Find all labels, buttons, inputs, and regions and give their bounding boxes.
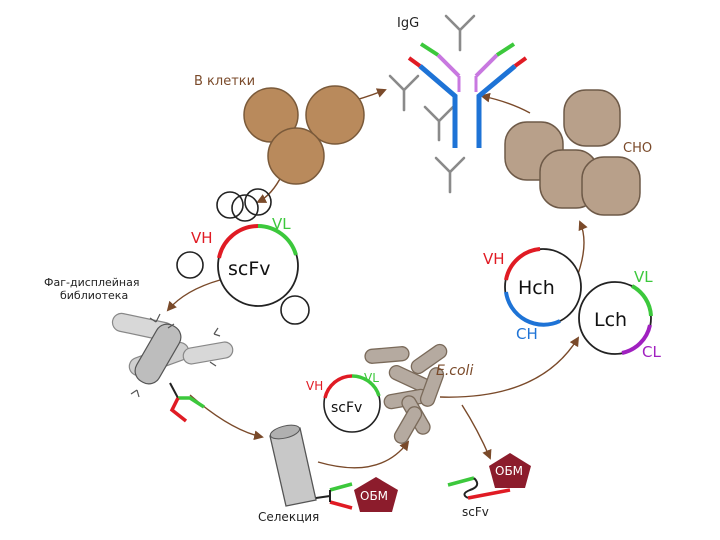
small-vh-label: VH (306, 379, 323, 393)
product-scfv (447, 476, 511, 500)
selection-phage (269, 424, 353, 510)
e-coli-bacteria (364, 343, 448, 444)
lch-cl-label: CL (642, 343, 661, 361)
obm-product-label: ОБМ (495, 464, 523, 478)
phage-tails (130, 313, 221, 398)
small-vl-label: VL (364, 371, 379, 385)
small-scfv-label: scFv (331, 400, 362, 416)
b-cells (243, 85, 365, 185)
hch-ch-label: CH (516, 325, 538, 343)
scfv-vl-label: VL (272, 215, 291, 233)
selection-label: Селекция (258, 510, 319, 524)
product-scfv-label: scFv (462, 505, 489, 519)
arrow-ecoli-to-lch (439, 336, 580, 398)
small-scfv-plasmid (323, 374, 381, 433)
scfv-label: scFv (228, 258, 271, 280)
phage-library-label-2: библиотека (60, 289, 128, 302)
hch-label: Hch (518, 277, 555, 299)
grey-antibodies (388, 14, 476, 194)
lch-label: Lch (594, 309, 627, 331)
scfv-plasmid (217, 224, 299, 307)
arrow-scfv-to-phage (166, 279, 221, 312)
arrow-selection-to-ecoli (317, 440, 410, 469)
hch-vh-label: VH (483, 250, 505, 268)
lch-vl-label: VL (634, 268, 653, 286)
cells-label: В клетки (194, 74, 255, 89)
lch-plasmid (578, 281, 653, 355)
igg-label: IgG (397, 16, 419, 31)
small-plasmids (176, 188, 310, 325)
arrow-phage-to-selection (189, 394, 264, 441)
obm-antigen-selection (354, 477, 398, 512)
cho-label: CHO (623, 141, 652, 156)
phage-particles (111, 312, 234, 385)
hch-plasmid (504, 247, 582, 327)
cho-cells (504, 89, 641, 216)
igg-antibody (407, 42, 528, 148)
arrow-cho-to-igg (480, 92, 531, 114)
obm-antigen-product (489, 453, 531, 488)
arrow-ecoli-to-product (461, 404, 492, 460)
ecoli-label: E.coli (436, 363, 473, 379)
phage-library-label: Фаг-дисплейная (44, 276, 139, 289)
scfv-vh-label: VH (191, 229, 213, 247)
phage-displayed-scfv (169, 382, 205, 423)
obm-selection-label: ОБМ (360, 489, 388, 503)
